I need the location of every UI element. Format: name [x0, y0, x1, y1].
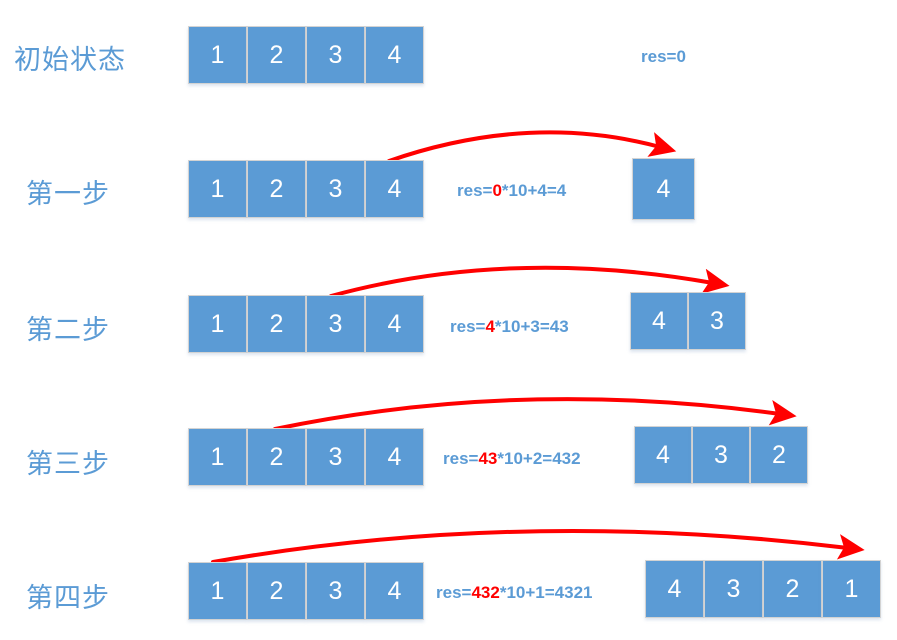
result-cell: 4 — [634, 426, 692, 484]
formula-part: 43 — [478, 449, 498, 468]
result-cell: 2 — [763, 560, 822, 618]
result-cell: 3 — [688, 292, 746, 350]
result-cell: 4 — [630, 292, 688, 350]
source-cell: 4 — [365, 160, 424, 218]
formula-row-3: res=43*10+2=432 — [443, 449, 581, 469]
row-label-2: 第二步 — [26, 315, 110, 346]
formula-part: 4 — [485, 317, 495, 336]
formula-part: res= — [641, 47, 677, 66]
formula-part: res= — [450, 317, 486, 336]
transfer-arrow-step-1 — [387, 130, 677, 163]
source-cell: 1 — [188, 562, 247, 620]
formula-part: 0 — [676, 47, 686, 66]
formula-part: res= — [436, 583, 472, 602]
transfer-arrow-step-3 — [273, 397, 797, 431]
formula-part: *10+4=4 — [501, 181, 567, 200]
source-cell: 2 — [247, 160, 306, 218]
source-cell: 1 — [188, 428, 247, 486]
result-cell: 4 — [645, 560, 704, 618]
formula-part: *10+3=43 — [494, 317, 569, 336]
source-cell: 4 — [365, 428, 424, 486]
result-cell: 3 — [692, 426, 750, 484]
source-cell: 3 — [306, 428, 365, 486]
source-cell: 3 — [306, 562, 365, 620]
formula-part: *10+1=4321 — [499, 583, 593, 602]
row-label-3: 第三步 — [26, 449, 110, 480]
formula-row-1: res=0*10+4=4 — [457, 181, 566, 201]
row-label-4: 第四步 — [26, 583, 110, 614]
source-cell: 4 — [365, 26, 424, 84]
result-cell: 4 — [632, 158, 695, 220]
source-cell: 2 — [247, 562, 306, 620]
source-cell: 1 — [188, 295, 247, 353]
formula-part: *10+2=432 — [497, 449, 581, 468]
formula-part: res= — [457, 181, 493, 200]
source-cell: 1 — [188, 160, 247, 218]
result-array-row-1: 4 — [632, 158, 695, 220]
result-cell: 1 — [822, 560, 881, 618]
result-cell: 3 — [704, 560, 763, 618]
source-cell: 4 — [365, 295, 424, 353]
source-cell: 3 — [306, 295, 365, 353]
result-cell: 2 — [750, 426, 808, 484]
source-cell: 4 — [365, 562, 424, 620]
formula-row-0: res=0 — [641, 47, 686, 67]
transfer-arrow-step-4 — [211, 528, 865, 564]
formula-part: 432 — [471, 583, 500, 602]
formula-row-2: res=4*10+3=43 — [450, 317, 569, 337]
source-cell: 2 — [247, 428, 306, 486]
source-cell: 2 — [247, 26, 306, 84]
formula-part: res= — [443, 449, 479, 468]
row-label-1: 第一步 — [26, 179, 110, 210]
source-cell: 3 — [306, 26, 365, 84]
row-label-0: 初始状态 — [14, 45, 126, 76]
source-cell: 1 — [188, 26, 247, 84]
formula-row-4: res=432*10+1=4321 — [436, 583, 592, 603]
formula-part: 0 — [492, 181, 502, 200]
source-cell: 2 — [247, 295, 306, 353]
source-cell: 3 — [306, 160, 365, 218]
